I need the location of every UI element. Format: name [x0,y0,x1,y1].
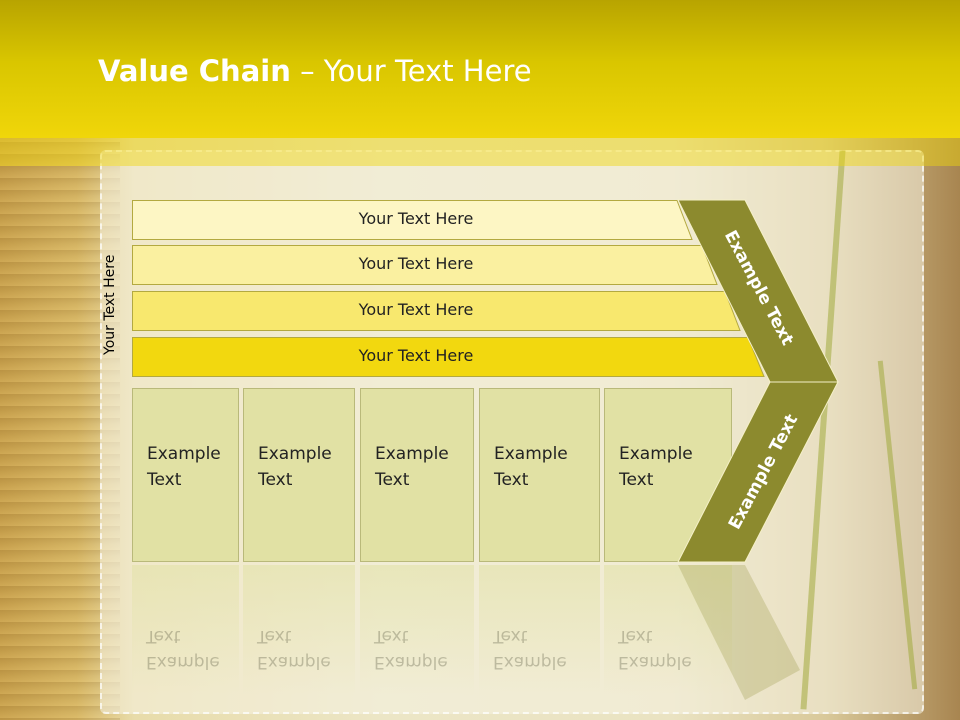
box-2-line1: Example [258,444,332,464]
bar-2-label: Your Text Here [358,254,474,273]
bar-1-shape [132,200,693,240]
title-rest: – Your Text Here [290,54,532,88]
box-1-line1: Example [147,444,221,464]
box-5-line2: Text [619,470,654,490]
chevron-lower-arm [677,381,839,563]
title-bold: Value Chain [98,54,291,88]
bar-3-label: Your Text Here [358,300,474,319]
bar-4[interactable]: Your Text Here [132,337,765,377]
slide-title: Value Chain – Your Text Here [98,54,532,88]
bar-4-shape [132,337,765,377]
box-4-line2: Text [494,470,529,490]
bar-2-shape [132,245,718,285]
bar-2[interactable]: Your Text Here [132,245,718,285]
bar-1[interactable]: Your Text Here [132,200,693,240]
bar-3[interactable]: Your Text Here [132,291,741,331]
box-3-line2: Text [375,470,410,490]
header-band [0,138,960,166]
header [0,0,960,138]
box-5-line1: Example [619,444,693,464]
box-2-line2: Text [258,470,293,490]
box-1-line2: Text [147,470,182,490]
bar-1-label: Your Text Here [358,209,474,228]
bar-4-label: Your Text Here [358,346,474,365]
bar-3-shape [132,291,741,331]
box-3-line1: Example [375,444,449,464]
chevron-reflection [678,565,800,700]
box-4-line1: Example [494,444,568,464]
